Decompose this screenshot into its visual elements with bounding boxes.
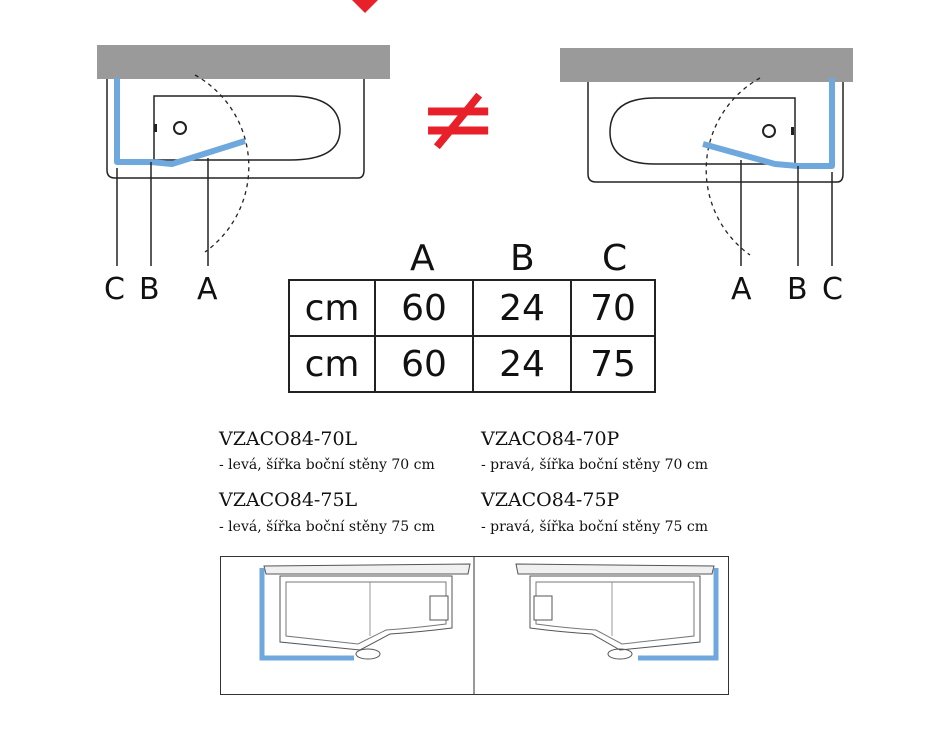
value-a-cell: 60 <box>374 335 474 393</box>
model-description: - levá, šířka boční stěny 75 cm <box>219 519 435 535</box>
value-a-cell: 60 <box>374 279 474 337</box>
dimensions-table: cm 60 24 70 cm 60 24 75 <box>288 279 656 393</box>
left-panel <box>114 78 246 167</box>
left-label-c: C <box>104 272 125 307</box>
right-product-drawing <box>515 563 719 661</box>
product-drawings <box>220 556 729 695</box>
right-wall <box>560 48 853 82</box>
right-bath-diagram <box>560 48 853 266</box>
model-code: VZACO84-75P <box>481 489 620 511</box>
table-row: cm 60 24 75 <box>288 335 656 393</box>
unit-cell: cm <box>288 279 376 337</box>
left-label-b: B <box>139 272 160 307</box>
unit-cell: cm <box>288 335 376 393</box>
right-basin <box>609 97 796 165</box>
left-wall <box>97 45 390 79</box>
not-equal-sign: ≠ <box>418 62 499 174</box>
right-label-b: B <box>787 272 808 307</box>
model-code: VZACO84-70L <box>219 428 358 450</box>
left-bathtub-outline <box>106 79 365 179</box>
value-b-cell: 24 <box>472 279 572 337</box>
right-drain <box>762 124 776 138</box>
table-row: cm 60 24 70 <box>288 279 656 337</box>
right-label-a: A <box>731 272 752 307</box>
left-swing-arc <box>194 74 250 253</box>
right-label-c: C <box>822 272 843 307</box>
model-code: VZACO84-75L <box>219 489 358 511</box>
left-drain <box>173 121 187 135</box>
model-code: VZACO84-70P <box>481 428 620 450</box>
left-label-a: A <box>197 272 218 307</box>
right-bathtub-outline <box>587 82 844 183</box>
value-b-cell: 24 <box>472 335 572 393</box>
red-arrow-tip <box>352 0 378 13</box>
table-header-a: A <box>410 238 435 279</box>
value-c-cell: 70 <box>570 279 656 337</box>
table-header-b: B <box>510 238 535 279</box>
model-description: - levá, šířka boční stěny 70 cm <box>219 457 435 473</box>
left-bath-diagram <box>97 45 390 266</box>
value-c-cell: 75 <box>570 335 656 393</box>
model-description: - pravá, šířka boční stěny 70 cm <box>481 457 709 473</box>
right-swing-arc <box>705 77 761 256</box>
left-product-drawing <box>259 563 471 661</box>
right-panel <box>702 78 835 169</box>
model-description: - pravá, šířka boční stěny 75 cm <box>481 519 709 535</box>
table-header-c: C <box>602 238 628 279</box>
left-basin <box>153 95 341 161</box>
